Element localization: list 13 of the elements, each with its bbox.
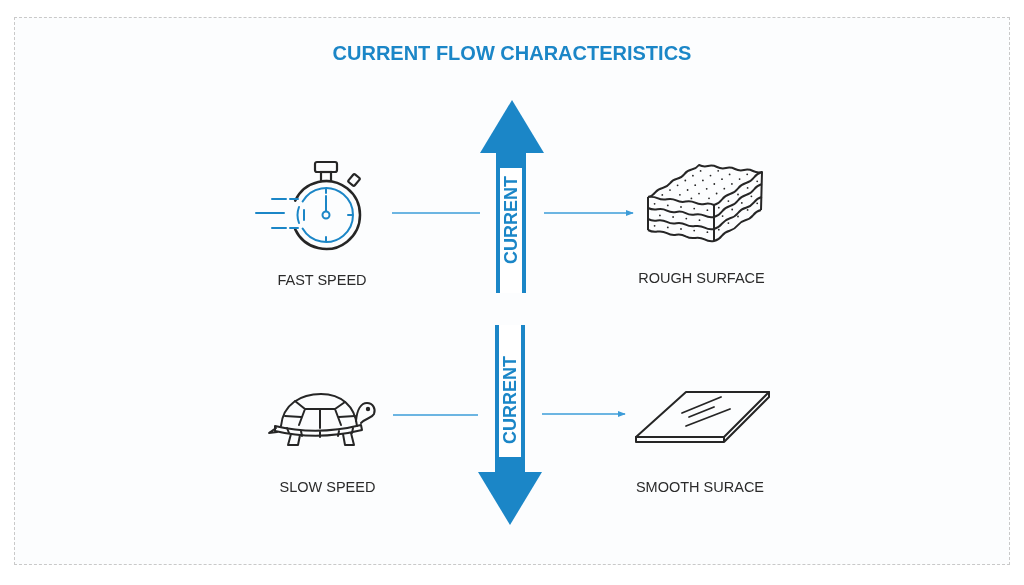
node-label: SLOW SPEED [279, 478, 376, 496]
arrow [541, 410, 626, 418]
up-arrow [480, 100, 544, 293]
node-label: ROUGH SURFACE [638, 269, 765, 287]
connector-line [391, 212, 481, 214]
diagram-title: CURRENT FLOW CHARACTERISTICS [332, 41, 692, 65]
connector-line [392, 414, 479, 416]
arrow-label: CURRENT [502, 176, 520, 264]
node-label: FAST SPEED [277, 271, 367, 289]
arrow [543, 209, 634, 217]
down-arrow [478, 325, 542, 525]
arrow-label: CURRENT [501, 356, 519, 444]
node-label: SMOOTH SURACE [635, 478, 765, 496]
